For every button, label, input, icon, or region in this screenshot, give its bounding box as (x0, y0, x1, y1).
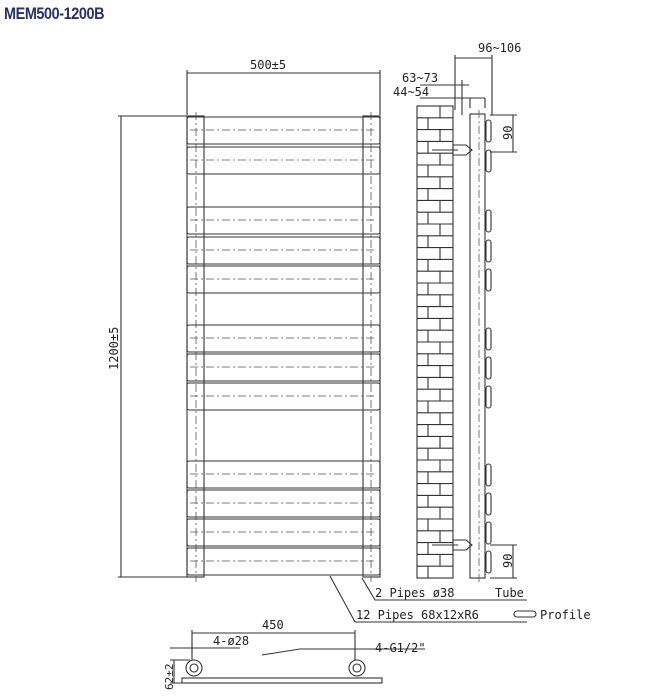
dim-inlet-dia: 4-ø28 (213, 634, 249, 648)
front-view (186, 112, 381, 582)
bottom-view (181, 659, 383, 684)
towel-bar (186, 518, 381, 547)
dim-thread: 4-G1/2" (375, 641, 426, 655)
label-tube-type: Tube (495, 586, 524, 600)
bar-profile (485, 385, 492, 409)
profile-icon (513, 610, 537, 618)
bar-profile (485, 209, 492, 233)
bracket (452, 539, 473, 551)
bracket (452, 144, 473, 156)
towel-bar (186, 489, 381, 518)
towel-bar (186, 236, 381, 265)
bar-profile (485, 119, 492, 143)
dim-bracket-bottom: 90 (501, 554, 515, 568)
dimensions: 500±5 1200±5 96~106 63~73 44~54 90 90 2 … (107, 41, 591, 690)
valve-outer (348, 659, 366, 677)
upright-left (186, 115, 205, 578)
valve-inner (352, 663, 362, 673)
towel-bar (186, 353, 381, 382)
bar-profile (485, 492, 492, 516)
side-view (416, 105, 492, 582)
label-tubes: 2 Pipes ø38 (375, 586, 454, 600)
towel-bar (186, 547, 381, 576)
dim-inlet-height: 62±2 (163, 664, 176, 691)
dim-depth-total: 96~106 (478, 41, 521, 55)
label-bars: 12 Pipes 68x12xR6 (356, 608, 479, 622)
valve-outer (185, 659, 203, 677)
dim-bracket-top: 90 (501, 126, 515, 140)
dim-pipe-centres: 450 (262, 618, 284, 632)
upright-right (362, 115, 381, 578)
label-bar-type: Profile (540, 608, 591, 622)
radiator-column (469, 113, 486, 579)
bar-profile (485, 239, 492, 263)
towel-bar (186, 265, 381, 294)
dim-width: 500±5 (250, 58, 286, 72)
towel-bar (186, 324, 381, 353)
valve-inner (189, 663, 199, 673)
bar-profile (485, 327, 492, 351)
dim-depth-wall: 44~54 (393, 85, 429, 99)
towel-bar (186, 382, 381, 411)
bar-profile (485, 521, 492, 545)
dim-depth-mid: 63~73 (402, 71, 438, 85)
towel-bar (186, 460, 381, 489)
bar-profile (485, 463, 492, 487)
bar-profile (485, 268, 492, 292)
bar-profile (485, 356, 492, 380)
bar-profile (485, 550, 492, 574)
bar-profile (485, 149, 492, 173)
towel-bar (186, 116, 381, 145)
towel-bar (186, 206, 381, 235)
dim-height: 1200±5 (107, 327, 121, 370)
centre-lines (195, 112, 372, 582)
towel-bar (186, 146, 381, 175)
bottom-rail (181, 677, 383, 684)
model-title: MEM500-1200B (4, 4, 105, 23)
